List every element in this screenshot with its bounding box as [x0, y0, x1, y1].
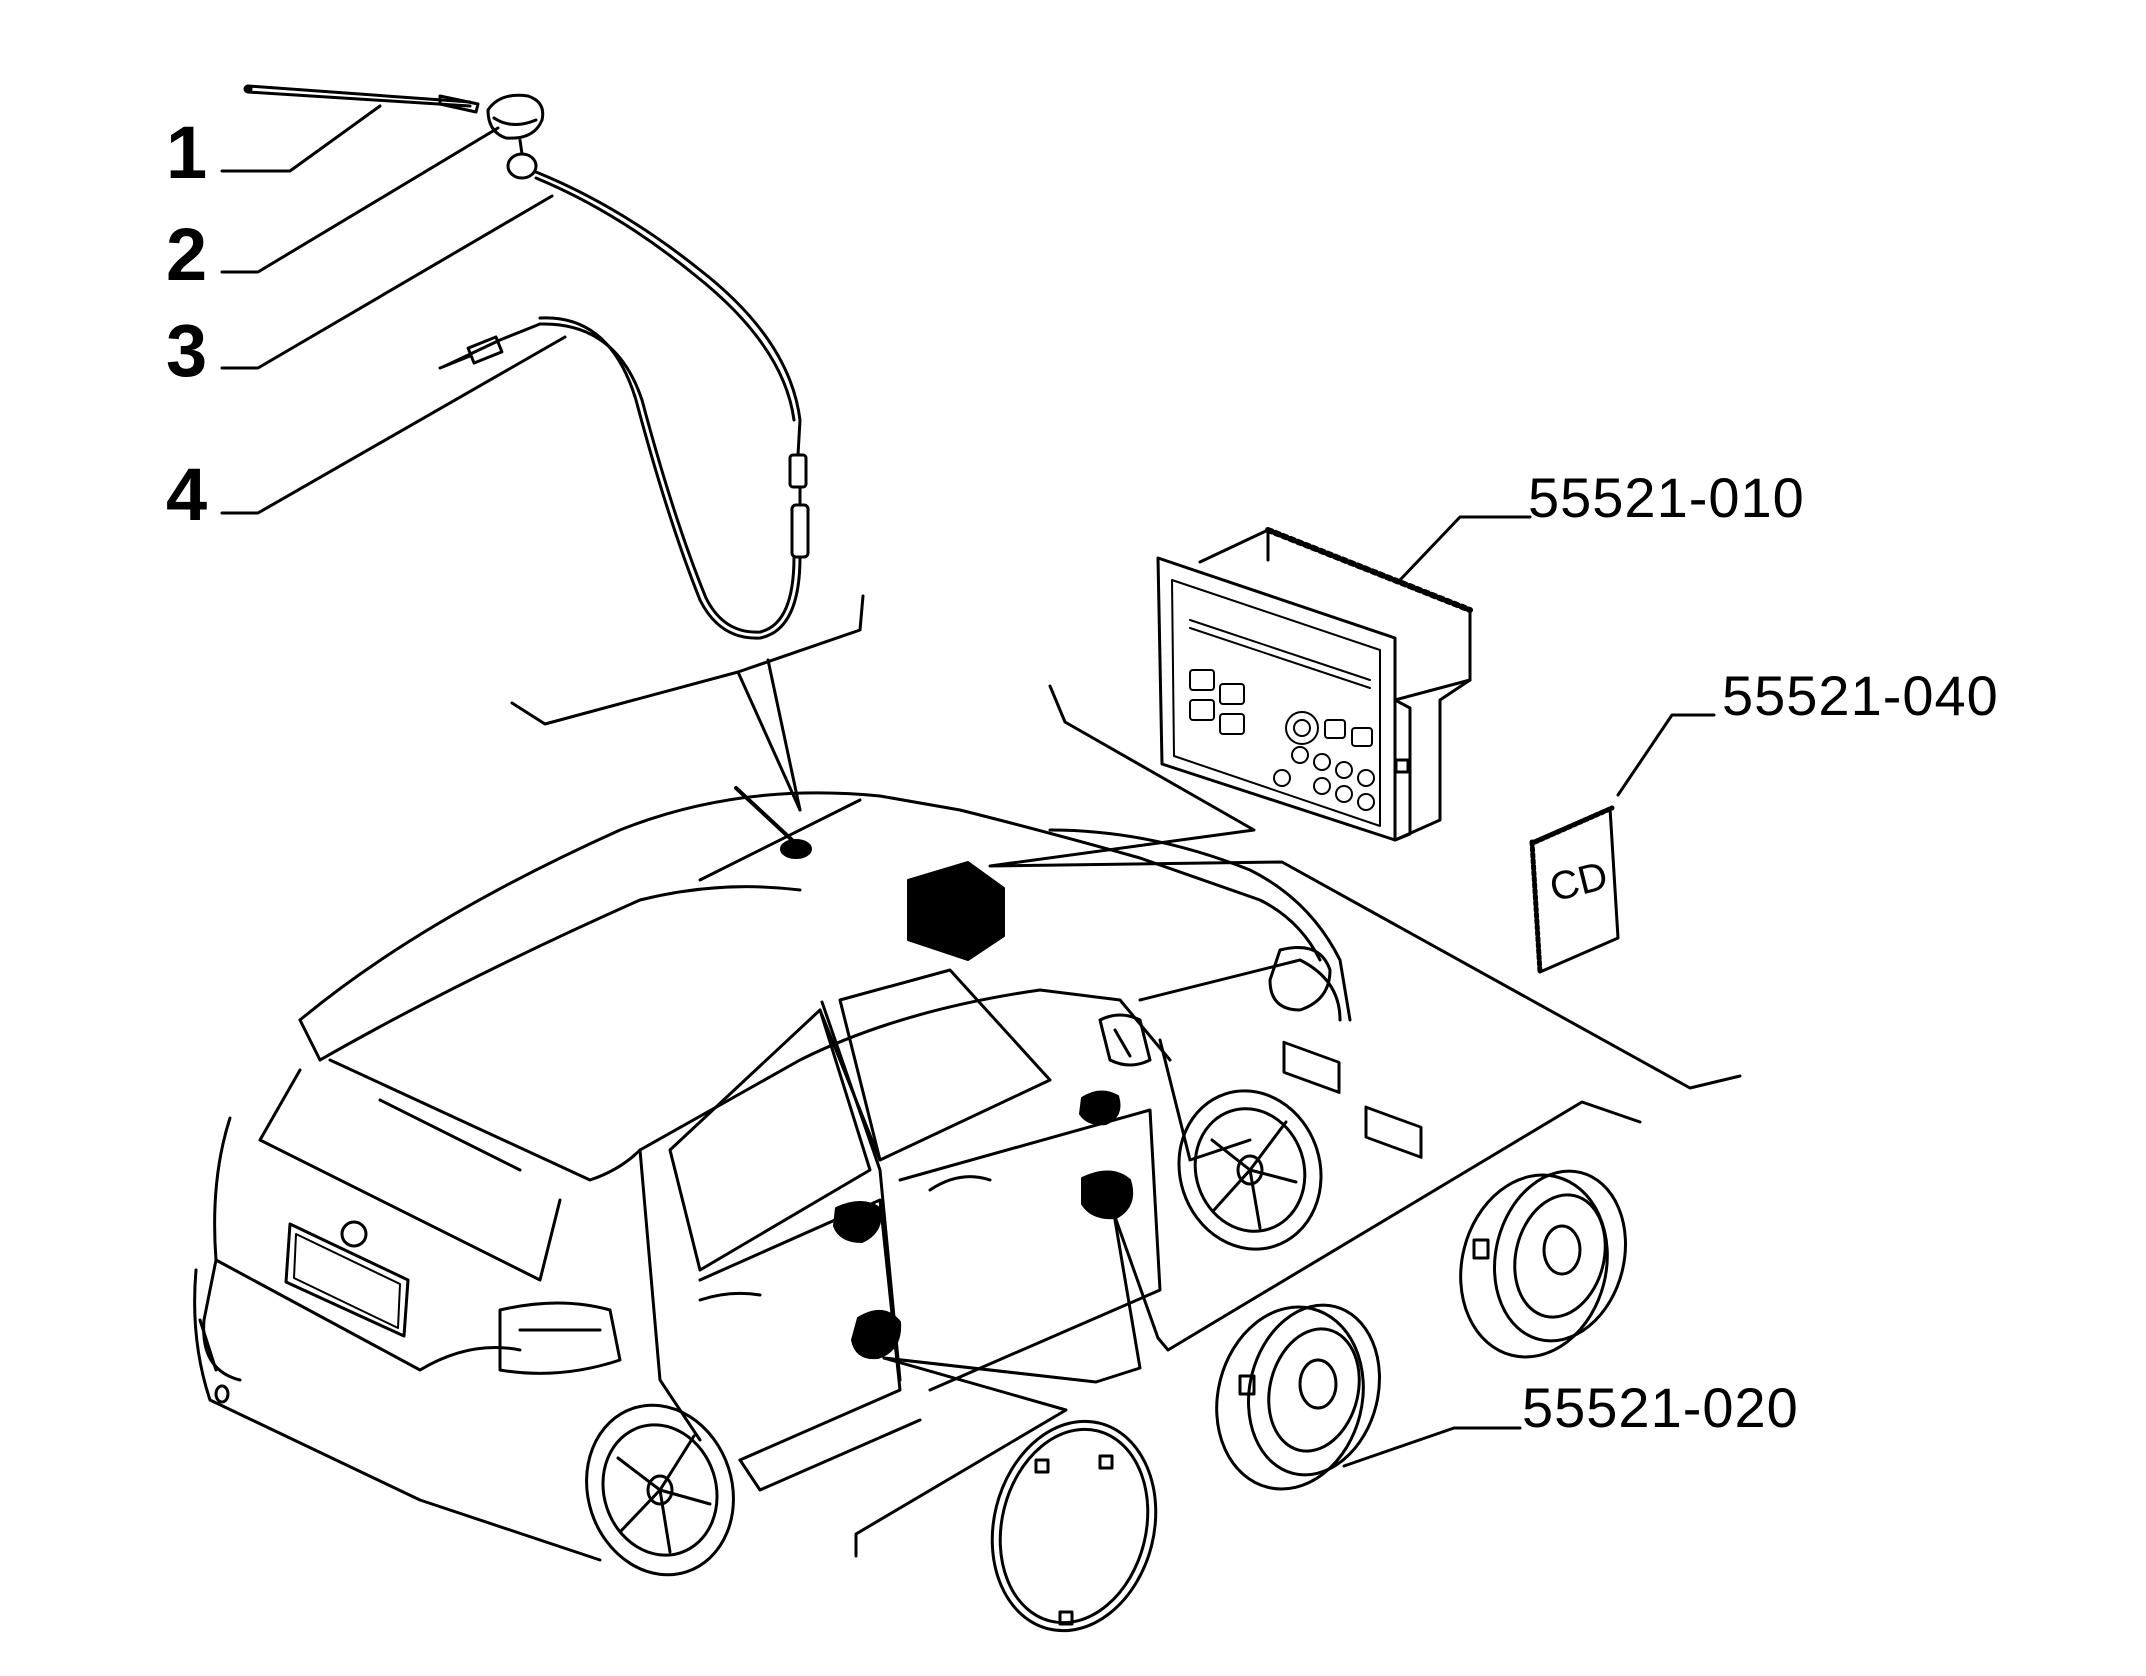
roof-callout-bracket: [510, 594, 865, 812]
car-body: [193, 791, 1352, 1562]
radio-leader: [1398, 515, 1532, 582]
callout-3: 3: [166, 309, 208, 392]
antenna-base: [486, 93, 545, 180]
callout-2: 2: [166, 213, 208, 296]
speaker-leader: [1342, 1426, 1522, 1468]
radio-unit: [1156, 527, 1473, 1159]
callout-4: 4: [166, 453, 208, 536]
speaker-middle: [1215, 1303, 1381, 1491]
antenna-cable: [534, 170, 810, 640]
callout-leaders: [220, 104, 567, 515]
antenna-mast: [243, 84, 480, 114]
callout-1: 1: [166, 111, 208, 194]
part-number-manual: 55521-040: [1722, 664, 1999, 727]
part-number-radio: 55521-010: [1528, 466, 1805, 529]
manual-book: [1529, 805, 1620, 975]
speaker-upper: [1459, 1169, 1627, 1359]
manual-leader: [1616, 713, 1716, 797]
part-number-speakers: 55521-020: [1522, 1376, 1799, 1439]
radio-callout-bracket: [988, 684, 1742, 1090]
front-wheel: [1177, 1089, 1323, 1251]
speaker-callout-bracket: [854, 1100, 1642, 1558]
car-mounted-parts: [734, 786, 1134, 1360]
speaker-trim-ring: [990, 1419, 1158, 1633]
rear-wheel: [585, 1403, 735, 1577]
adapter-cable: [438, 322, 542, 370]
